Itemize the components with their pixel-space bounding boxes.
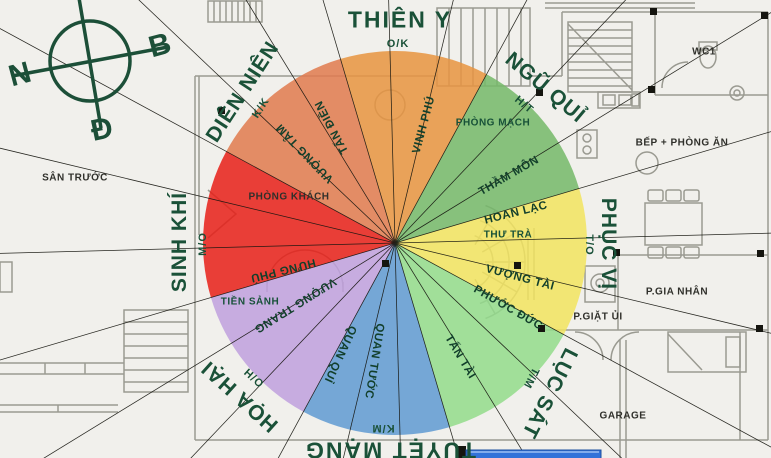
room-label-phong-khach: PHÒNG KHÁCH xyxy=(248,191,330,203)
direction-abbr-phuc-vi: T/O xyxy=(583,234,595,256)
direction-abbr-thien-y: O/K xyxy=(386,38,410,50)
compass-icon xyxy=(11,0,169,129)
sector-hoa-hai xyxy=(210,243,395,412)
room-label-tien-sanh: TIỀN SẢNH xyxy=(220,296,280,308)
column-marks xyxy=(218,8,768,458)
sector-tuyet-mang xyxy=(303,243,450,435)
sector-dien-nien xyxy=(226,58,395,244)
bagua-wheel xyxy=(203,51,587,435)
direction-label-phuc-vi: PHỤC VỊ xyxy=(597,197,620,291)
bottom-window-bar[interactable] xyxy=(465,449,602,458)
sector-ngu-qui xyxy=(395,74,580,243)
direction-label-thien-y: THIÊN Y xyxy=(347,6,453,33)
sector-sinh-khi xyxy=(203,151,395,298)
room-label-gia-nhan: P.GIA NHÂN xyxy=(645,286,709,298)
room-label-phong-mach: PHÒNG MẠCH xyxy=(455,117,531,129)
room-label-garage: GARAGE xyxy=(599,410,647,422)
room-label-bep-phong-an: BẾP + PHÒNG ĂN xyxy=(635,137,729,149)
sector-phuc-vi xyxy=(395,188,587,335)
room-label-san-truoc: SÂN TRƯỚC xyxy=(42,172,108,184)
sector-luc-sat xyxy=(395,243,564,428)
direction-label-sinh-khi: SINH KHÍ xyxy=(168,191,191,293)
direction-label-tuyet-mang: TUYỆT MẠNG xyxy=(303,437,477,458)
sector-thien-y xyxy=(340,51,487,243)
room-label-wc1: WC1 xyxy=(692,46,716,58)
direction-abbr-tuyet-mang: K/M xyxy=(371,422,395,434)
room-label-giat-ui: P.GIẶT ỦI xyxy=(573,311,623,323)
room-label-thu-tra: THƯ TRÀ xyxy=(483,229,533,241)
direction-abbr-sinh-khi: M/O xyxy=(197,232,209,256)
